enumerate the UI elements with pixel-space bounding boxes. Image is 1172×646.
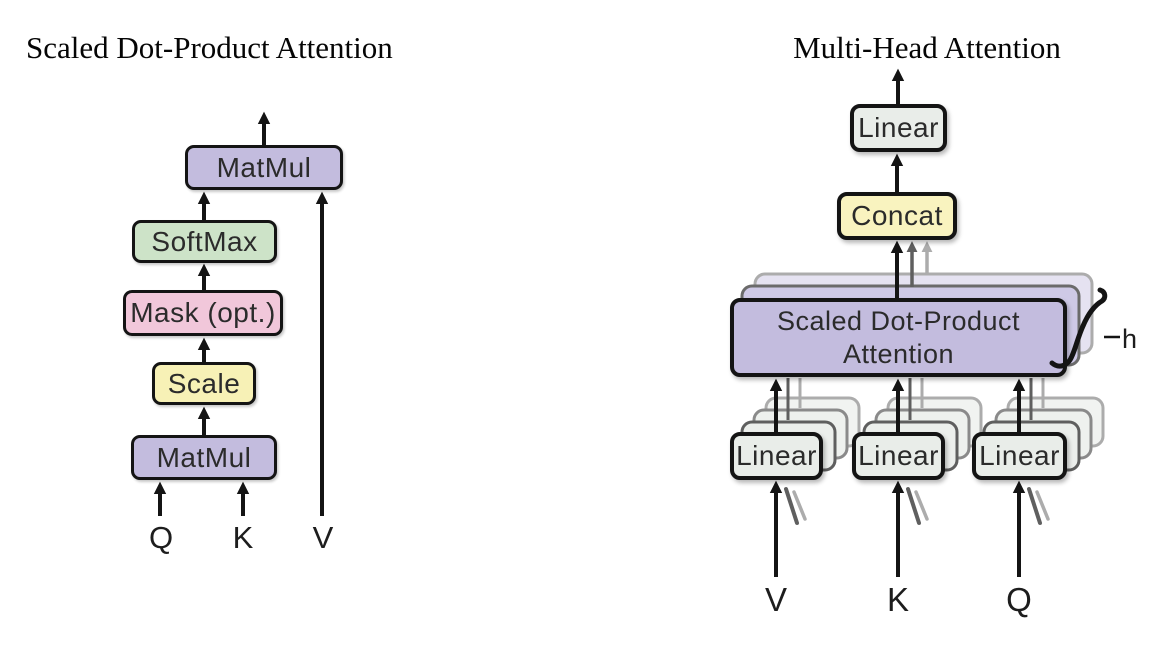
linear-v-box: Linear: [730, 432, 823, 480]
linear-q-box: Linear: [972, 432, 1067, 480]
scaled-dot-product-attention-box: Scaled Dot-Product Attention: [730, 298, 1067, 377]
sdpa-label-line2: Attention: [842, 338, 955, 369]
mask-label: Mask (opt.): [130, 297, 276, 328]
right-input-k-label: K: [886, 581, 909, 618]
matmul-top-box: MatMul: [185, 145, 343, 190]
left-input-k-label: K: [232, 520, 254, 555]
right-diagram-title: Multi-Head Attention: [793, 30, 1061, 65]
input-echo-strokes: [784, 487, 1050, 525]
left-diagram-arrows: [153, 111, 329, 516]
linear-top-label: Linear: [858, 112, 939, 143]
echo-connector-lines: [786, 378, 1045, 420]
left-input-q-label: Q: [148, 520, 174, 555]
linear-top-box: Linear: [850, 104, 947, 152]
linear-k-label: Linear: [858, 440, 939, 471]
matmul-top-label: MatMul: [216, 151, 312, 183]
left-diagram-title: Scaled Dot-Product Attention: [26, 30, 393, 65]
mask-box: Mask (opt.): [123, 290, 283, 336]
matmul-bottom-label: MatMul: [156, 441, 252, 473]
right-diagram-arrows: [769, 68, 1026, 577]
left-input-v-label: V: [312, 520, 334, 555]
softmax-box: SoftMax: [132, 220, 277, 263]
head-count-label: h: [1122, 324, 1138, 354]
linear-v-label: Linear: [736, 440, 817, 471]
sdpa-label-line1: Scaled Dot-Product: [776, 305, 1021, 336]
matmul-bottom-box: MatMul: [131, 435, 277, 480]
concat-label: Concat: [851, 200, 943, 231]
linear-k-box: Linear: [852, 432, 945, 480]
softmax-label: SoftMax: [151, 225, 258, 257]
scale-label: Scale: [167, 367, 241, 399]
concat-box: Concat: [837, 192, 957, 240]
right-input-q-label: Q: [1006, 581, 1032, 618]
scale-box: Scale: [152, 362, 256, 405]
linear-q-label: Linear: [979, 440, 1060, 471]
right-input-v-label: V: [764, 581, 787, 618]
